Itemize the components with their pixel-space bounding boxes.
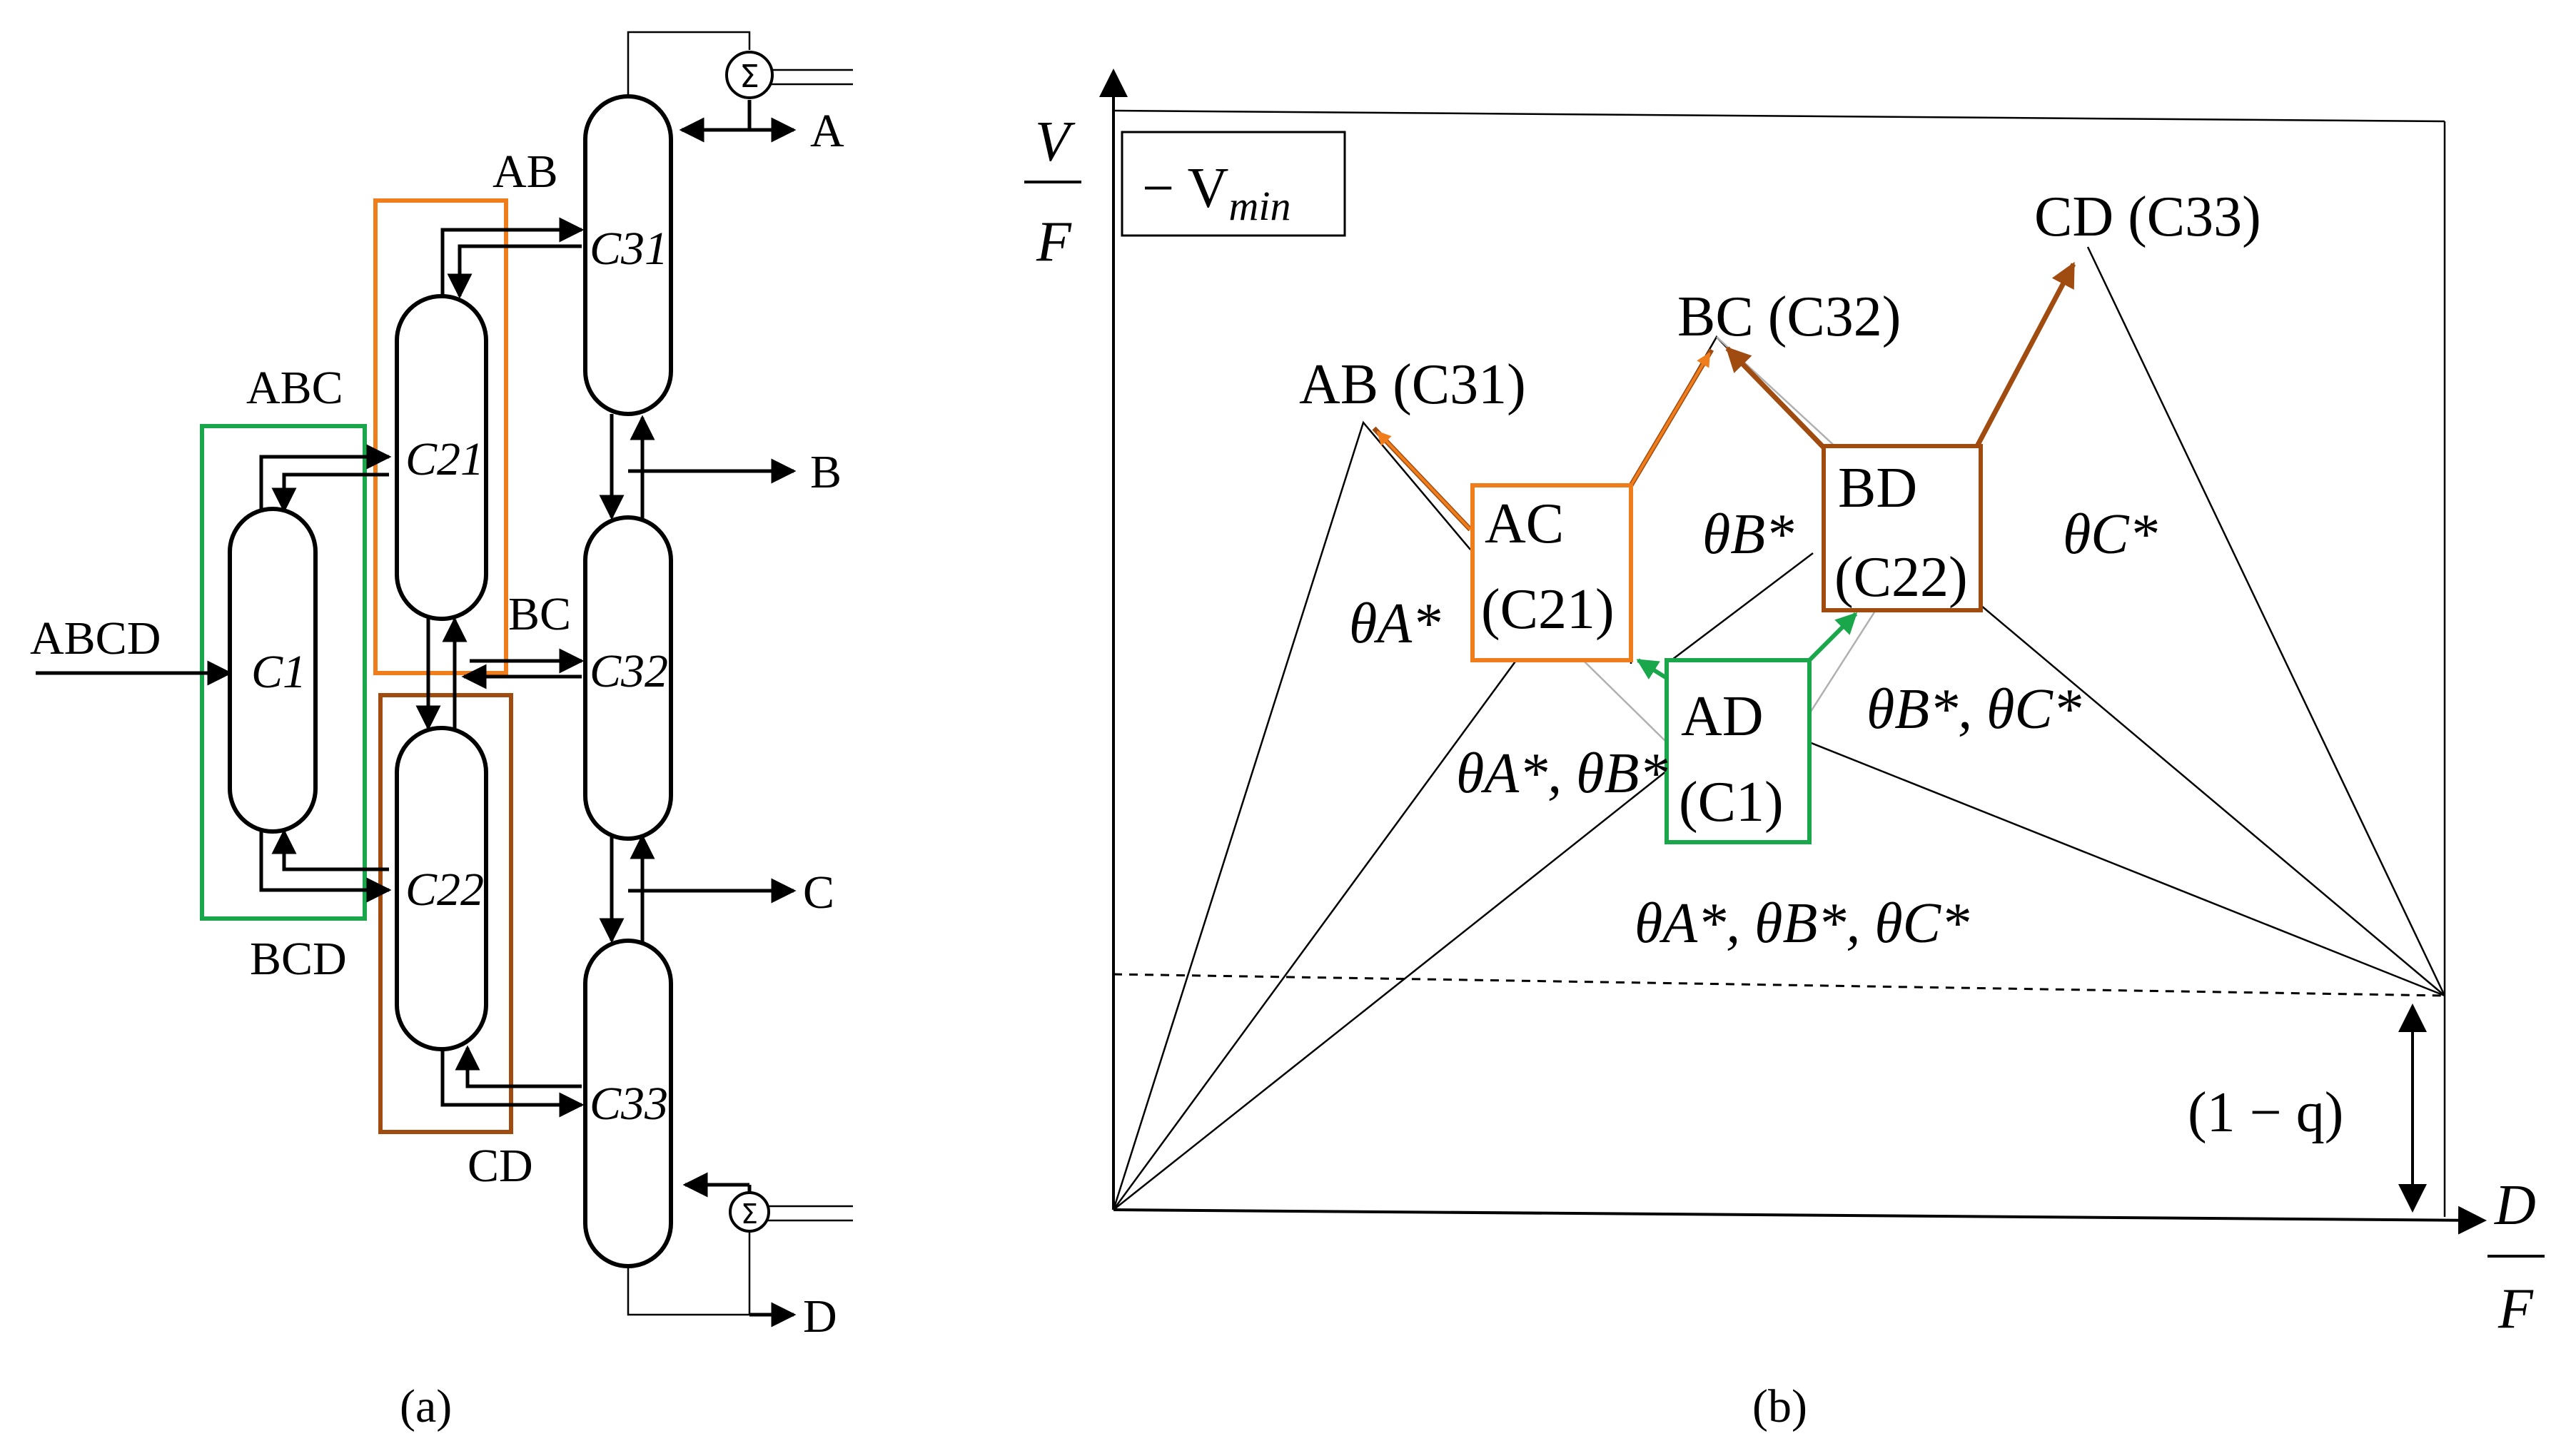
peak-ab-label: AB (C31)	[1299, 353, 1526, 416]
bd-box	[1822, 444, 1983, 612]
column-c31	[583, 94, 673, 416]
svg-text:F: F	[2497, 1278, 2534, 1340]
svg-text:Σ: Σ	[741, 1198, 758, 1230]
c22-label: C22	[405, 864, 484, 916]
bd-box-top-label: BD	[1838, 457, 1917, 520]
stream-bc-label: BC	[508, 588, 571, 640]
ad-box	[1665, 658, 1812, 844]
column-c22	[395, 726, 488, 1051]
panel-a: Σ Σ C1 C21 C22 C31 C32 C33 ABCD AB ABC B…	[30, 31, 853, 1432]
product-b-label: B	[810, 446, 842, 498]
column-c32	[583, 515, 673, 841]
q-label: (1 − q)	[2188, 1081, 2343, 1144]
condenser-icon: Σ	[725, 51, 774, 99]
ac-box-bottom-label: (C21)	[1481, 578, 1615, 641]
c31-label: C31	[590, 223, 668, 275]
x-axis-label: D F	[2487, 1174, 2545, 1340]
region-theta-a: θA*	[1349, 592, 1440, 655]
peak-bc-label: BC (C32)	[1677, 285, 1901, 348]
product-d-label: D	[803, 1290, 837, 1343]
x-axis	[1113, 1205, 2487, 1235]
ac-box-top-label: AC	[1485, 492, 1564, 555]
direction-arrows	[1372, 261, 2076, 680]
c21-label: C21	[405, 433, 484, 485]
peak-cd-label: CD (C33)	[2034, 186, 2261, 248]
stream-bcd-label: BCD	[250, 933, 347, 985]
caption-a: (a)	[400, 1380, 452, 1432]
ad-box-top-label: AD	[1681, 685, 1764, 748]
svg-text:− Vmin: − Vmin	[1142, 157, 1290, 229]
svg-text:F: F	[1036, 211, 1072, 273]
product-c-label: C	[803, 866, 834, 919]
c22-highlight-box	[378, 693, 513, 1134]
region-theta-bc: θB*, θC*	[1867, 678, 2081, 741]
column-c33	[583, 939, 673, 1268]
caption-b: (b)	[1752, 1380, 1807, 1432]
vmin-legend: − Vmin	[1121, 131, 1346, 237]
column-c21	[395, 294, 488, 621]
stream-abc-label: ABC	[246, 362, 343, 414]
region-theta-abc: θA*, θB*, θC*	[1635, 892, 1969, 955]
column-c1	[228, 507, 318, 834]
c32-label: C32	[590, 645, 668, 697]
svg-text:Σ: Σ	[739, 59, 759, 95]
region-theta-c: θC*	[2063, 503, 2158, 566]
stream-cd-label: CD	[468, 1140, 533, 1192]
region-theta-ab: θA*, θB*	[1456, 742, 1667, 805]
ad-box-bottom-label: (C1)	[1679, 771, 1784, 834]
stream-lines	[36, 31, 853, 1328]
c1-label: C1	[251, 646, 306, 698]
region-theta-b: θB*	[1702, 503, 1794, 566]
svg-text:D: D	[2494, 1174, 2536, 1237]
c33-label: C33	[590, 1078, 668, 1130]
stream-ab-label: AB	[493, 146, 558, 198]
q-line	[1113, 973, 2445, 997]
bd-box-bottom-label: (C22)	[1834, 546, 1968, 609]
reboiler-icon: Σ	[729, 1191, 770, 1233]
ac-box	[1470, 483, 1633, 662]
y-axis-label: V F	[1024, 111, 1081, 273]
c21-highlight-box	[373, 198, 508, 675]
product-a-label: A	[810, 105, 844, 157]
feed-label: ABCD	[30, 612, 161, 664]
panel-b: AC (C21) BD (C22) AD (C1) AB (C31) BC (C…	[1024, 69, 2545, 1432]
svg-text:V: V	[1035, 111, 1076, 173]
